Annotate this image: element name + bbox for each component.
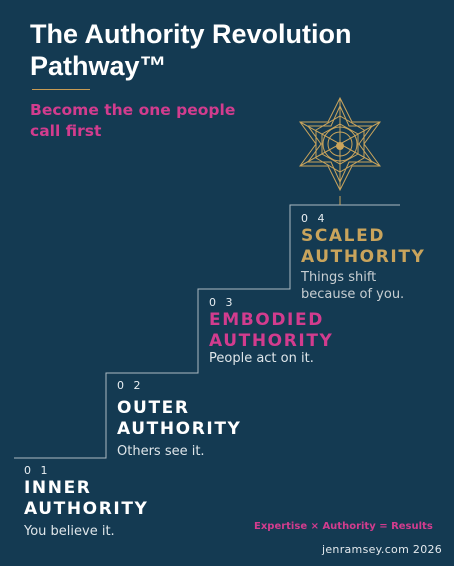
step-4-description-line1: Things shift <box>301 270 377 285</box>
step-1-title-line1: INNER <box>24 478 92 498</box>
step-4-title-line2: AUTHORITY <box>301 247 426 267</box>
step-2-title-line1: OUTER <box>117 398 190 418</box>
tagline: Expertise × Authority = Results <box>254 521 433 532</box>
page-title: The Authority Revolution Pathway™ <box>30 19 352 81</box>
step-4-description-line2: because of you. <box>301 287 405 302</box>
step-1-title-line2: AUTHORITY <box>24 499 149 519</box>
footer-credit: jenramsey.com 2026 <box>322 543 443 556</box>
step-3-description: People act on it. <box>209 351 314 366</box>
geometric-star-emblem-icon <box>299 96 381 192</box>
page-subtitle: Become the one people call first <box>30 101 236 140</box>
step-1-description: You believe it. <box>24 524 115 539</box>
step-2-description: Others see it. <box>117 444 205 459</box>
step-3-number: 0 3 <box>209 296 236 309</box>
step-2-number: 0 2 <box>117 379 144 392</box>
title-underline <box>32 89 90 90</box>
step-4-number: 0 4 <box>301 212 328 225</box>
step-2-title-line2: AUTHORITY <box>117 419 242 439</box>
step-3-title-line2: AUTHORITY <box>209 331 334 351</box>
step-3-title-line1: EMBODIED <box>209 310 324 330</box>
step-1-number: 0 1 <box>24 464 51 477</box>
step-4-title-line1: SCALED <box>301 226 386 246</box>
